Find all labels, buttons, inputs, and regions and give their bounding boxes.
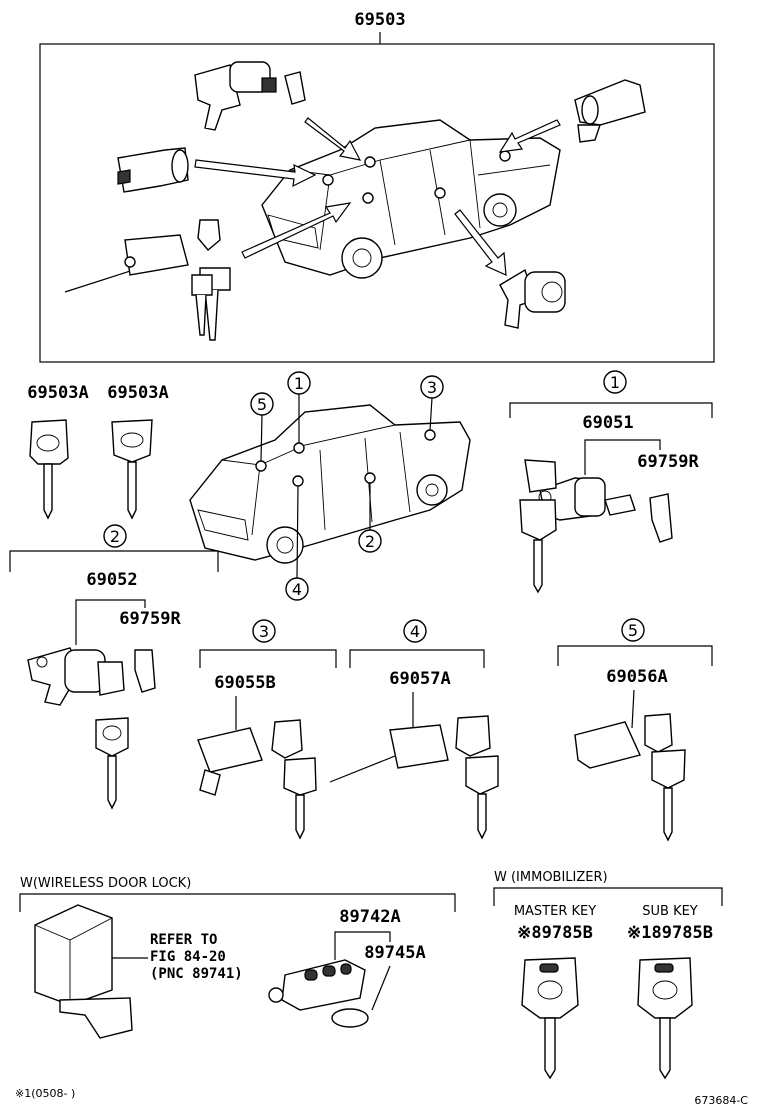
assembly-part-number: 69503 (354, 10, 405, 30)
battery-part: 89745A (364, 943, 425, 963)
location-1: 1 (294, 374, 304, 393)
wireless-refer-line-2: FIG 84-20 (150, 949, 226, 965)
group-4-callout: 4 (410, 622, 420, 641)
assembly-frame (39, 43, 715, 363)
wireless-section: W(WIRELESS DOOR LOCK) REFER TO FIG 84-20… (19, 876, 456, 1039)
group-2-callout: 2 (110, 527, 120, 546)
truck-illustration-top (261, 119, 561, 279)
key-part-right: 69503A (107, 383, 168, 403)
truck-illustration-center (189, 404, 471, 564)
wireless-title: W(WIRELESS DOOR LOCK) (20, 876, 191, 891)
top-ignition-cylinder (64, 219, 231, 341)
top-door-lock-cylinder (194, 61, 306, 131)
group-2-sub-part: 69759R (119, 609, 181, 629)
immobilizer-title: W (IMMOBILIZER) (494, 870, 608, 885)
transmitter-part: 89742A (339, 907, 400, 927)
top-glovebox-lock-cylinder (574, 79, 646, 143)
immobilizer-sub-key (637, 957, 693, 1080)
group-5-callout: 5 (628, 621, 638, 640)
top-rear-door-lock-cylinder (499, 268, 566, 329)
location-4: 4 (292, 580, 302, 599)
group-1: 1 69051 69759R (509, 370, 713, 594)
group-1-callout: 1 (610, 373, 620, 392)
group-3-part: 69055B (214, 673, 275, 693)
location-5: 5 (257, 395, 267, 414)
group-4: 4 69057A (329, 619, 499, 840)
footer-note: ※1(0508- ) (15, 1087, 75, 1100)
sub-key-69503a (111, 419, 153, 520)
immobilizer-section: W (IMMOBILIZER) MASTER KEY SUB KEY ※8978… (493, 870, 723, 1080)
group-1-assembly-part: 69051 (582, 413, 633, 433)
wireless-refer-line-1: REFER TO (150, 932, 217, 948)
immobilizer-master-key (521, 957, 579, 1080)
group-3-callout: 3 (259, 622, 269, 641)
sub-key-label: SUB KEY (642, 904, 698, 919)
location-2: 2 (365, 532, 375, 551)
group-2: 2 69052 69759R (9, 524, 219, 810)
group-2-assembly-part: 69052 (86, 570, 137, 590)
wireless-refer-line-3: (PNC 89741) (150, 966, 243, 982)
top-tailgate-lock-cylinder (117, 147, 189, 193)
group-1-sub-part: 69759R (637, 452, 699, 472)
location-callouts: 1 2 3 4 5 (250, 371, 444, 601)
master-key-label: MASTER KEY (514, 904, 596, 919)
group-4-part: 69057A (389, 669, 450, 689)
group-5: 5 69056A (557, 618, 713, 842)
figure-code: 673684-C (694, 1094, 748, 1107)
group-5-part: 69056A (606, 667, 667, 687)
key-part-left: 69503A (27, 383, 88, 403)
assembly-arrows (194, 117, 561, 276)
location-3: 3 (427, 378, 437, 397)
group-3: 3 69055B (197, 619, 337, 840)
sub-key-part: ※189785B (627, 923, 713, 943)
master-key-part: ※89785B (517, 923, 593, 943)
master-key-69503a (29, 419, 69, 520)
